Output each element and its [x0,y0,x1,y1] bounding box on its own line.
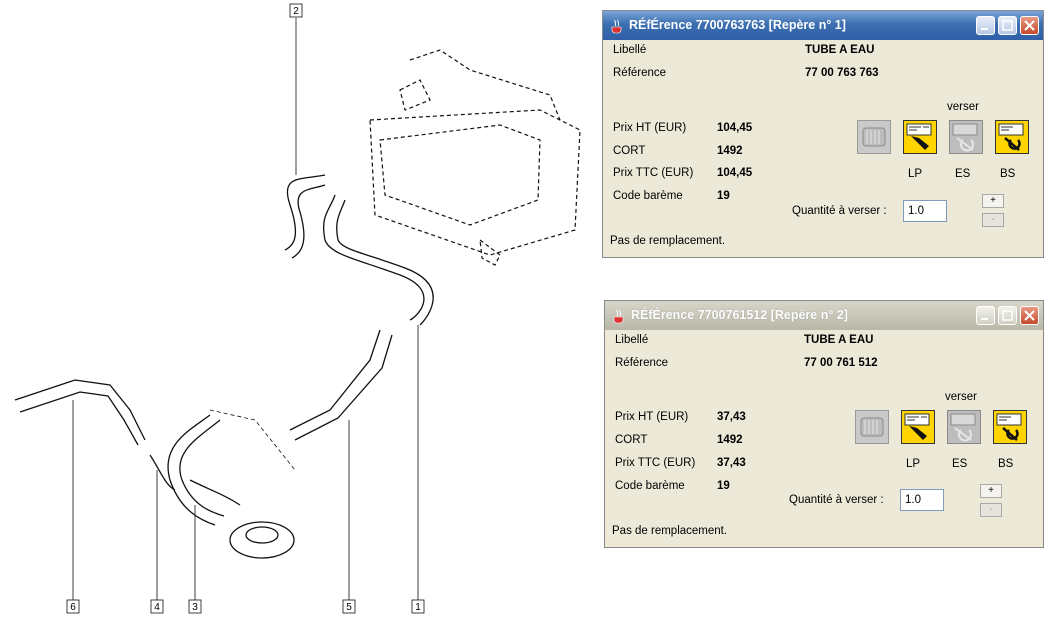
libelle-label: Libellé [615,334,649,346]
es-button[interactable] [947,410,981,444]
callout-1: 1 [411,599,425,614]
code-bareme-label: Code barème [613,190,683,202]
quantite-input[interactable] [900,489,944,511]
cort-label: CORT [615,434,648,446]
svg-text:2: 2 [293,6,299,17]
catalog-icon [855,410,889,444]
window-title: RÉfÉrence 7700761512 [Repère n° 2] [631,308,848,322]
callout-3: 3 [188,599,202,614]
catalog-button[interactable] [857,120,891,154]
icon-label-bs: BS [998,458,1014,470]
maximize-icon [1002,310,1013,321]
svg-text:4: 4 [154,602,160,613]
parts-diagram: 2 6 4 3 5 1 [14,3,581,614]
code-bareme-value: 19 [717,480,730,492]
svg-text:3: 3 [192,602,198,613]
cort-value: 1492 [717,145,743,157]
icon-label-bs: BS [1000,168,1016,180]
hoses [14,174,434,559]
es-icon [947,410,981,444]
increment-button[interactable]: + [980,484,1002,498]
footer-status: Pas de remplacement. [610,235,726,247]
es-icon [949,120,983,154]
prix-ttc-value: 37,43 [717,457,746,469]
verser-label: verser [947,101,979,113]
lp-button[interactable] [901,410,935,444]
maximize-button[interactable] [998,16,1017,35]
prix-ttc-label: Prix TTC (EUR) [615,457,696,469]
icon-label-es: ES [952,458,968,470]
reference-value: 77 00 763 763 [805,67,879,79]
reference-window-1[interactable]: RÉfÉrence 7700763763 [Repère n° 1] Libel… [602,10,1044,258]
es-button[interactable] [949,120,983,154]
catalog-icon [857,120,891,154]
libelle-value: TUBE A EAU [804,334,874,346]
bs-icon [995,120,1029,154]
bs-button[interactable] [993,410,1027,444]
prix-ttc-value: 104,45 [717,167,753,179]
java-cup-icon [611,19,622,34]
code-bareme-label: Code barème [615,480,685,492]
callout-4: 4 [150,599,164,614]
prix-ttc-label: Prix TTC (EUR) [613,167,694,179]
prix-ht-label: Prix HT (EUR) [613,122,687,134]
minimize-button[interactable] [976,306,995,325]
callout-6: 6 [66,599,80,614]
reference-window-2[interactable]: RÉfÉrence 7700761512 [Repère n° 2] Libel… [604,300,1044,548]
footer-status: Pas de remplacement. [612,525,728,537]
svg-text:5: 5 [346,602,352,613]
close-button[interactable] [1020,16,1039,35]
libelle-label: Libellé [613,44,647,56]
window-titlebar[interactable]: RÉfÉrence 7700761512 [Repère n° 2] [605,301,1043,330]
increment-button[interactable]: + [982,194,1004,208]
close-icon [1024,20,1035,31]
java-cup-icon [613,309,624,324]
svg-text:1: 1 [415,602,421,613]
reference-label: Référence [613,67,667,79]
close-icon [1024,310,1035,321]
icon-label-es: ES [955,168,971,180]
reference-label: Référence [615,357,669,369]
heater-box [369,49,581,266]
maximize-icon [1002,20,1013,31]
prix-ht-value: 37,43 [717,411,746,423]
callout-5: 5 [342,599,356,614]
catalog-button[interactable] [855,410,889,444]
icon-label-lp: LP [908,168,923,180]
lp-button[interactable] [903,120,937,154]
decrement-button[interactable]: - [980,503,1002,517]
bs-button[interactable] [995,120,1029,154]
decrement-button[interactable]: - [982,213,1004,227]
svg-text:6: 6 [70,602,76,613]
reference-value: 77 00 761 512 [804,357,878,369]
bs-icon [993,410,1027,444]
minimize-icon [981,318,988,320]
minimize-button[interactable] [976,16,995,35]
prix-ht-label: Prix HT (EUR) [615,411,689,423]
quantite-label: Quantité à verser : [792,205,887,217]
verser-label: verser [945,391,977,403]
lp-icon [901,410,935,444]
quantite-input[interactable] [903,200,947,222]
cort-value: 1492 [717,434,743,446]
maximize-button[interactable] [998,306,1017,325]
lp-icon [903,120,937,154]
callout-2: 2 [289,3,303,18]
icon-label-lp: LP [906,458,921,470]
prix-ht-value: 104,45 [717,122,753,134]
close-button[interactable] [1020,306,1039,325]
libelle-value: TUBE A EAU [805,44,875,56]
window-title: RÉfÉrence 7700763763 [Repère n° 1] [629,18,846,32]
minimize-icon [981,28,988,30]
window-titlebar[interactable]: RÉfÉrence 7700763763 [Repère n° 1] [603,11,1043,40]
cort-label: CORT [613,145,646,157]
code-bareme-value: 19 [717,190,730,202]
leader-lines [72,18,419,600]
quantite-label: Quantité à verser : [789,494,884,506]
